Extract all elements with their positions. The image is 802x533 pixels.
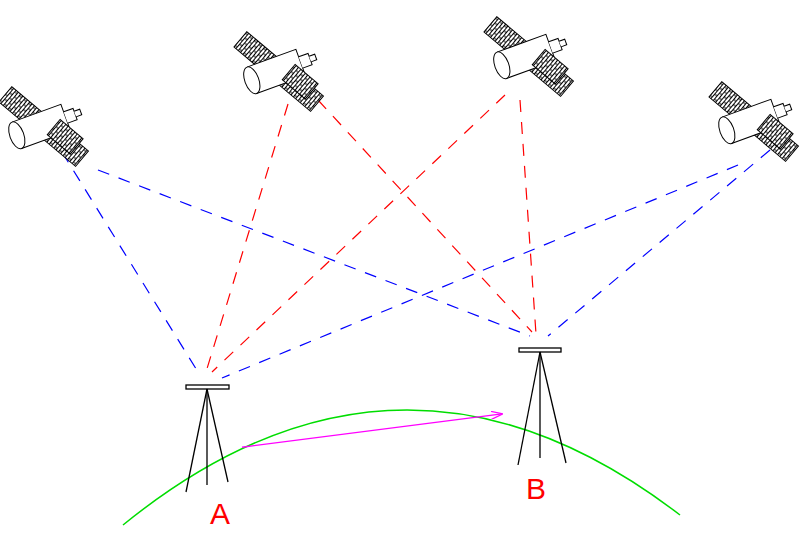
station-label: A — [210, 499, 230, 529]
survey-station: A — [180, 383, 242, 529]
signal-lines — [62, 95, 770, 378]
satellite — [709, 82, 798, 162]
tripods — [186, 348, 566, 492]
station-label: B — [526, 474, 546, 504]
satellite — [484, 17, 573, 97]
survey-station: B — [512, 346, 568, 504]
satellites — [0, 17, 798, 167]
baseline-arrow — [242, 414, 502, 447]
satellite — [234, 32, 323, 112]
satellite — [0, 87, 88, 167]
